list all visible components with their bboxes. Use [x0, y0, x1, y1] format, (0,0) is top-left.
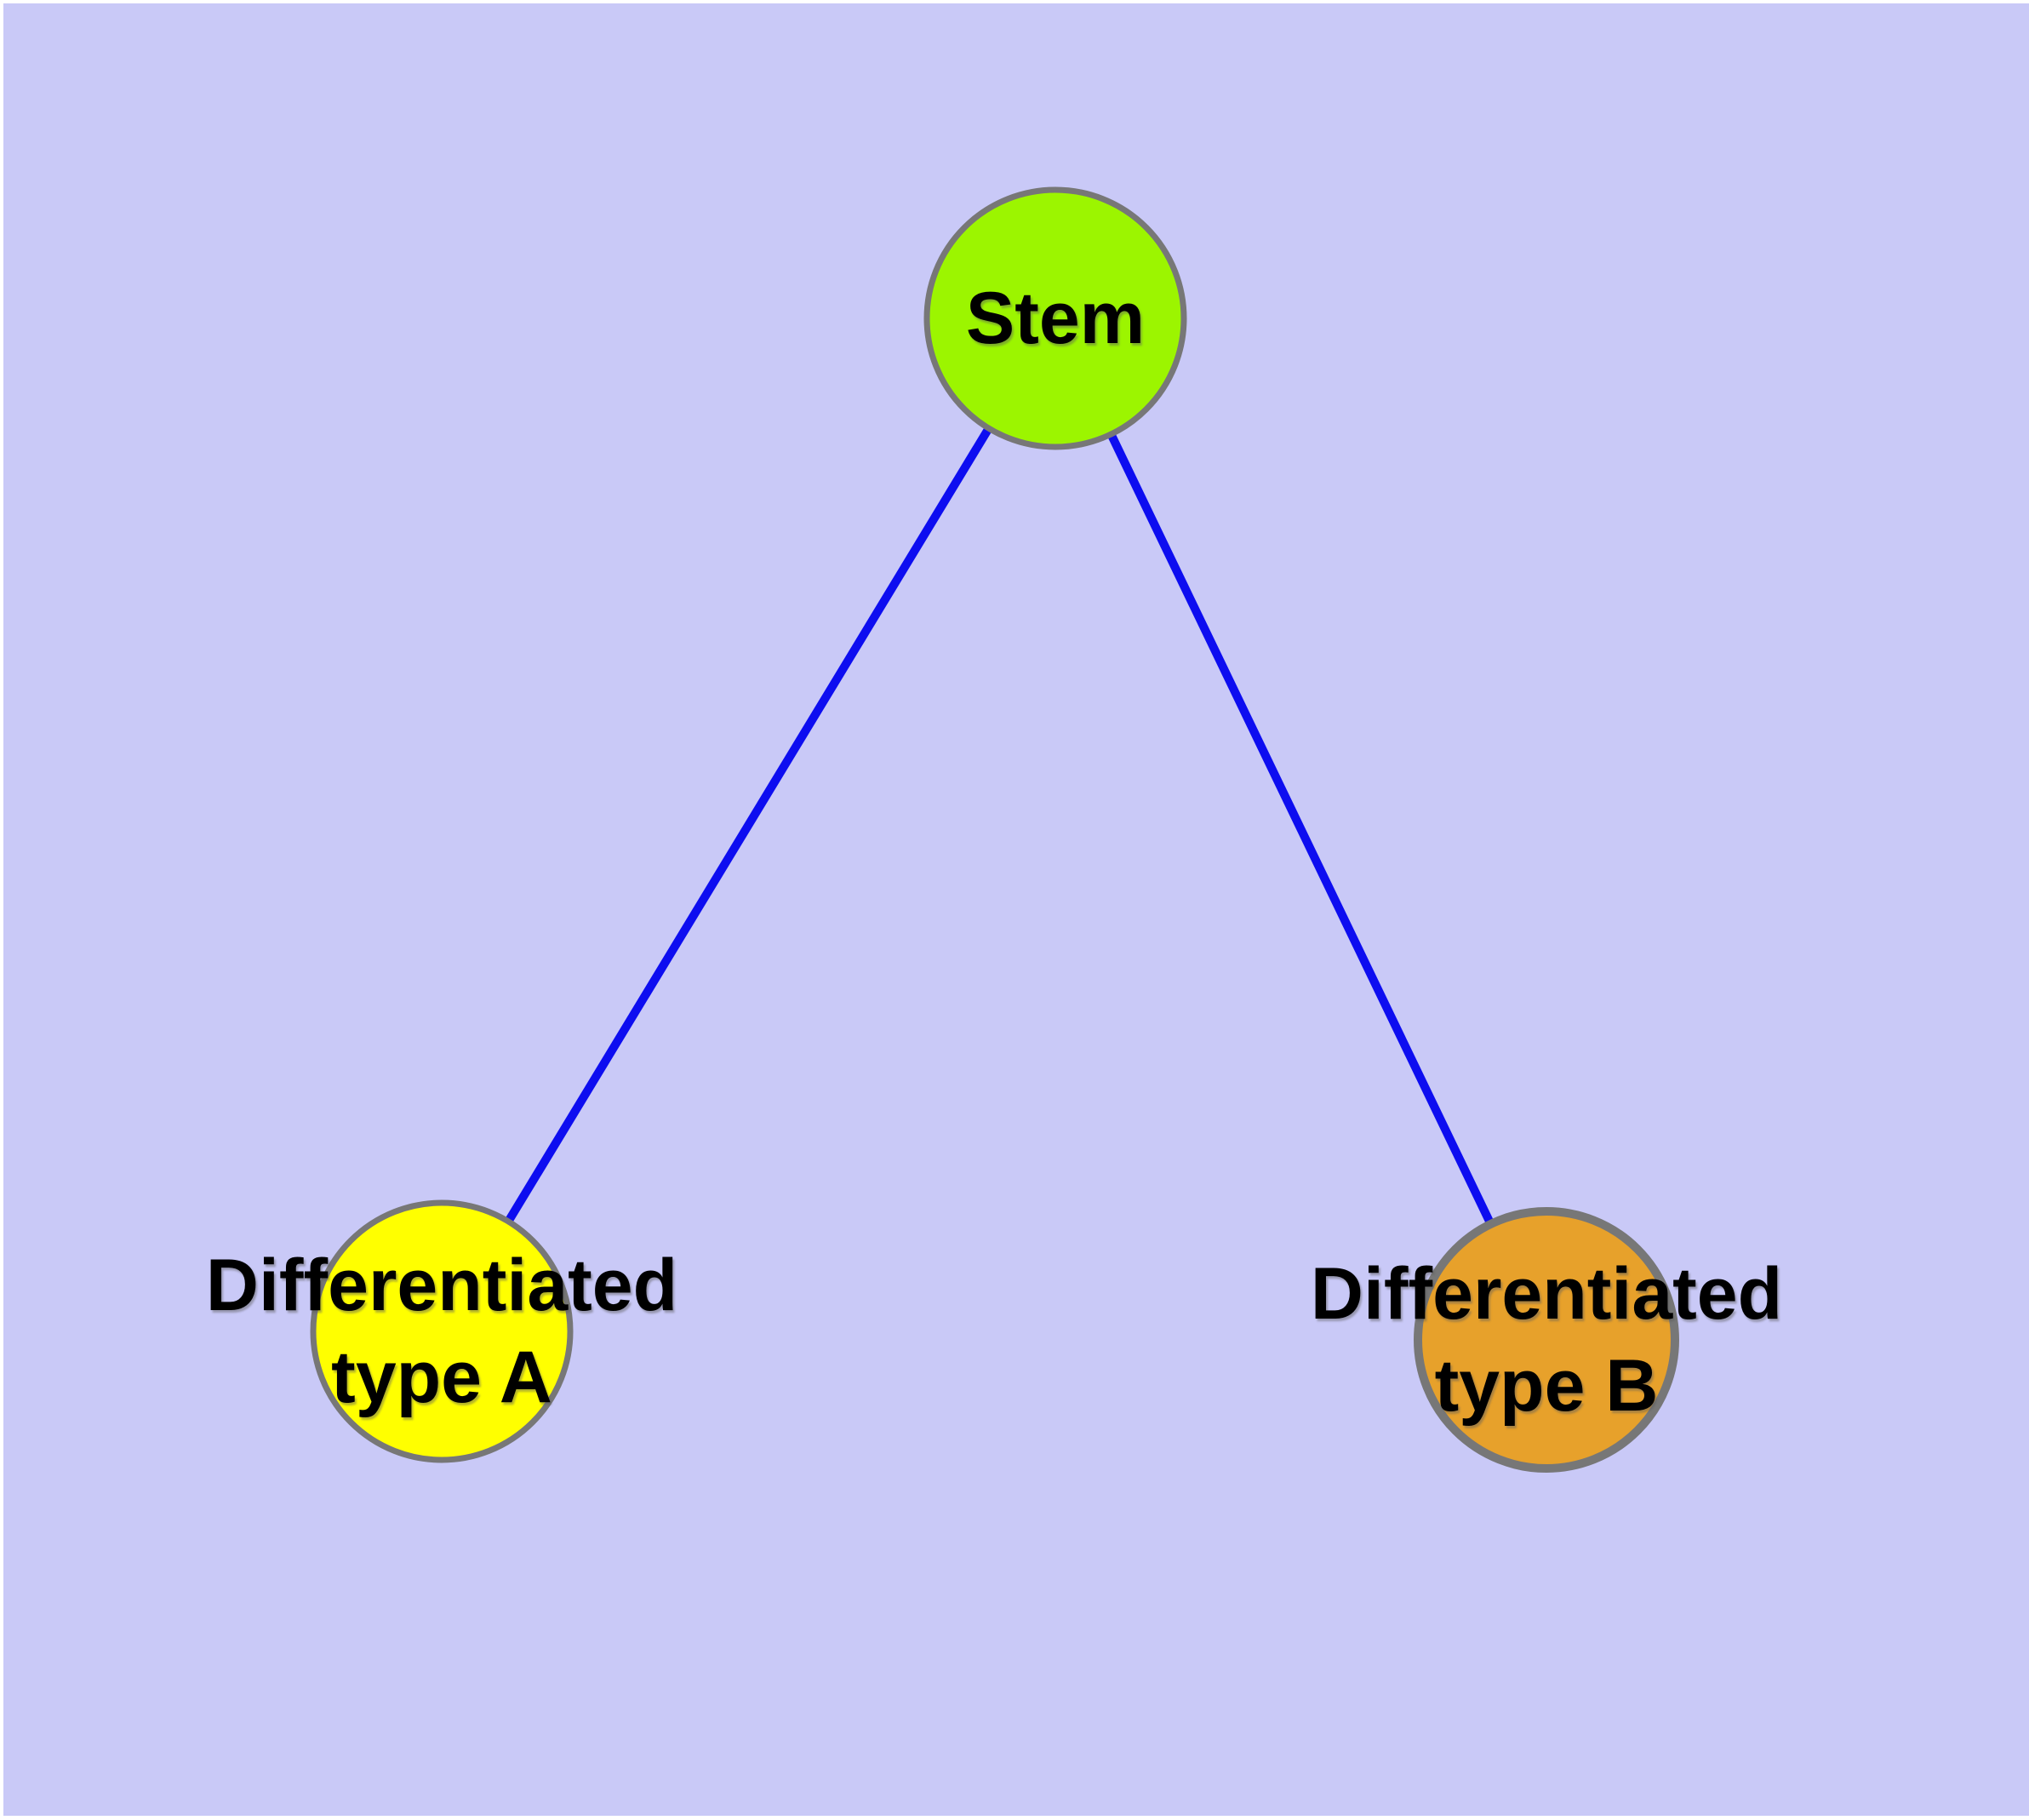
nodes-layer	[310, 186, 1679, 1473]
node-diff-b	[1414, 1207, 1679, 1473]
node-diff-a	[310, 1199, 574, 1463]
node-stem	[923, 186, 1187, 450]
graph-svg	[3, 3, 2029, 1816]
edges-layer	[437, 316, 1551, 1342]
edge-stem-diff-a	[437, 316, 1060, 1334]
edge-stem-diff-b	[1051, 316, 1551, 1342]
